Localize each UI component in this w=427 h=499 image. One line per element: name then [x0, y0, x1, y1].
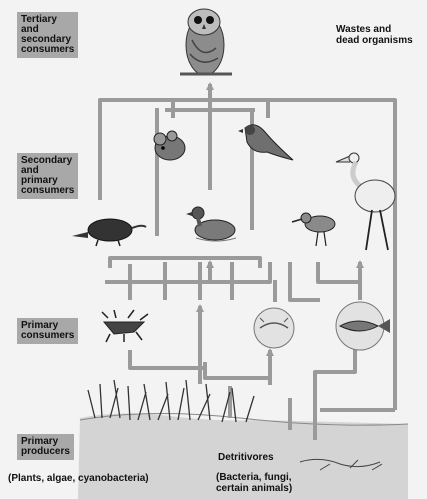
level-label-secondary-primary: Secondary and primary consumers — [17, 153, 78, 199]
owl-icon — [180, 9, 232, 75]
detritivores-note: (Bacteria, fungi, certain animals) — [216, 472, 292, 494]
level-label-primary-producers: Primary producers — [17, 434, 74, 460]
sandpiper-icon — [292, 213, 335, 246]
producers-note: (Plants, algae, cyanobacteria) — [8, 473, 149, 484]
fish-icon — [336, 302, 390, 350]
level-label-primary-consumers: Primary consumers — [17, 318, 78, 344]
duck-icon — [186, 207, 236, 241]
insect-icon — [102, 310, 148, 342]
egret-icon — [336, 153, 395, 250]
detritivores-title: Detritivores — [218, 452, 274, 463]
songbird-icon — [238, 125, 293, 160]
wastes-label: Wastes and dead organisms — [336, 24, 413, 46]
zooplankton-icon — [254, 308, 294, 348]
shrew-icon — [72, 219, 146, 246]
level-label-tertiary-secondary: Tertiary and secondary consumers — [17, 12, 78, 58]
mouse-icon — [154, 131, 185, 160]
